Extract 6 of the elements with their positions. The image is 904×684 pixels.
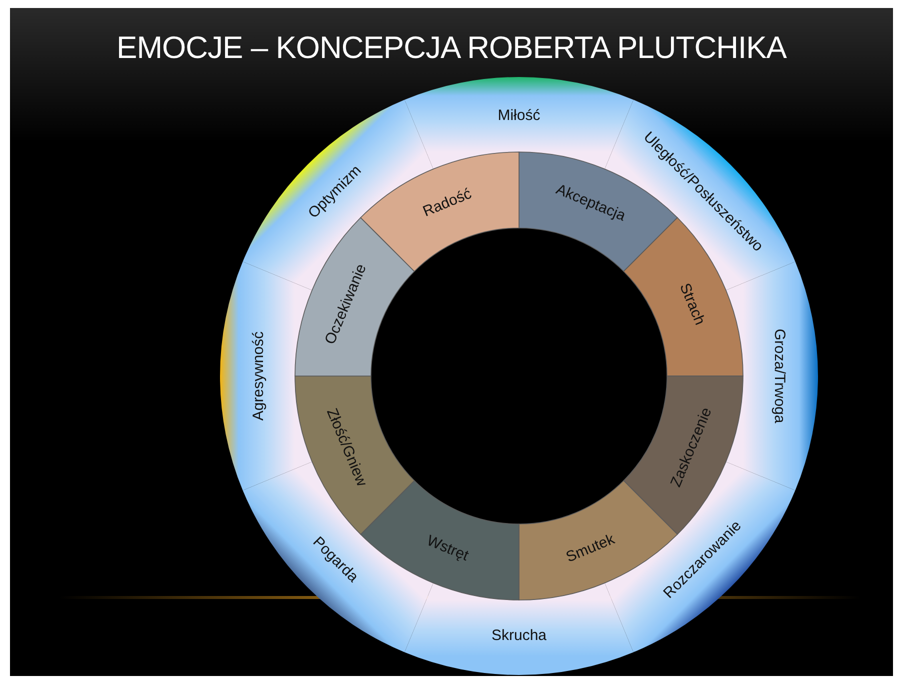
emotion-label: Miłość — [498, 107, 540, 124]
emotion-label: Skrucha — [491, 627, 547, 644]
emotion-label: Groza/Trwoga — [771, 328, 788, 424]
slide-title: EMOCJE – KONCEPCJA ROBERTA PLUTCHIKA — [116, 30, 788, 66]
emotion-label: Strach — [676, 280, 708, 328]
emotion-label: Agresywność — [250, 331, 267, 421]
